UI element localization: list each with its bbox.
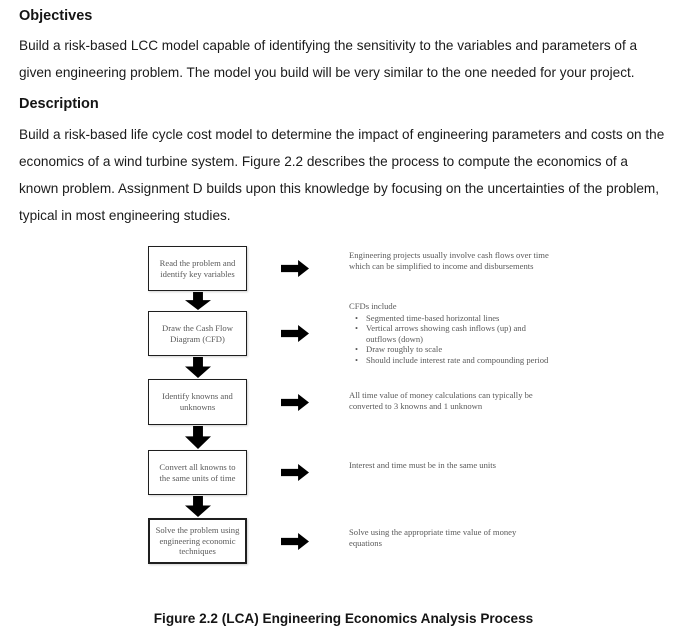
flow-box: Draw the Cash Flow Diagram (CFD)	[148, 311, 247, 356]
right-arrow-icon	[281, 464, 309, 481]
down-arrow-icon	[185, 357, 211, 378]
flow-note-text: Solve using the appropriate time value o…	[349, 527, 517, 548]
flow-box: Read the problem and identify key variab…	[148, 246, 247, 291]
flow-note-text: Engineering projects usually involve cas…	[349, 250, 549, 271]
flow-note-bullet: Draw roughly to scale	[355, 344, 549, 355]
flow-note: Solve using the appropriate time value o…	[349, 527, 549, 548]
description-paragraph: Build a risk-based life cycle cost model…	[19, 127, 665, 223]
flow-box: Identify knowns and unknowns	[148, 379, 247, 425]
down-arrow-icon	[185, 292, 211, 310]
flow-note-text: Interest and time must be in the same un…	[349, 460, 497, 470]
flow-box: Convert all knowns to the same units of …	[148, 450, 247, 495]
flow-note: Interest and time must be in the same un…	[349, 460, 549, 471]
flow-box: Solve the problem using engineering econ…	[148, 518, 247, 564]
objectives-heading: Objectives	[19, 8, 93, 24]
flow-note-bullet: Should include interest rate and compoun…	[355, 355, 549, 366]
down-arrow-icon	[185, 426, 211, 449]
flow-note: Engineering projects usually involve cas…	[349, 250, 549, 271]
right-arrow-icon	[281, 325, 309, 342]
right-arrow-icon	[281, 533, 309, 550]
description-heading: Description	[19, 96, 99, 112]
flow-note: All time value of money calculations can…	[349, 390, 549, 411]
flow-note: CFDs includeSegmented time-based horizon…	[349, 301, 549, 366]
flow-note-bullet-list: Segmented time-based horizontal linesVer…	[355, 313, 549, 366]
figure-caption: Figure 2.2 (LCA) Engineering Economics A…	[153, 611, 534, 626]
right-arrow-icon	[281, 260, 309, 277]
flow-note-text: CFDs include	[349, 301, 397, 311]
down-arrow-icon	[185, 496, 211, 517]
flow-note-bullet: Segmented time-based horizontal lines	[355, 313, 549, 324]
objectives-paragraph: Build a risk-based LCC model capable of …	[19, 38, 638, 80]
flow-note-text: All time value of money calculations can…	[349, 390, 533, 411]
flow-note-bullet: Vertical arrows showing cash inflows (up…	[355, 323, 549, 344]
right-arrow-icon	[281, 394, 309, 411]
